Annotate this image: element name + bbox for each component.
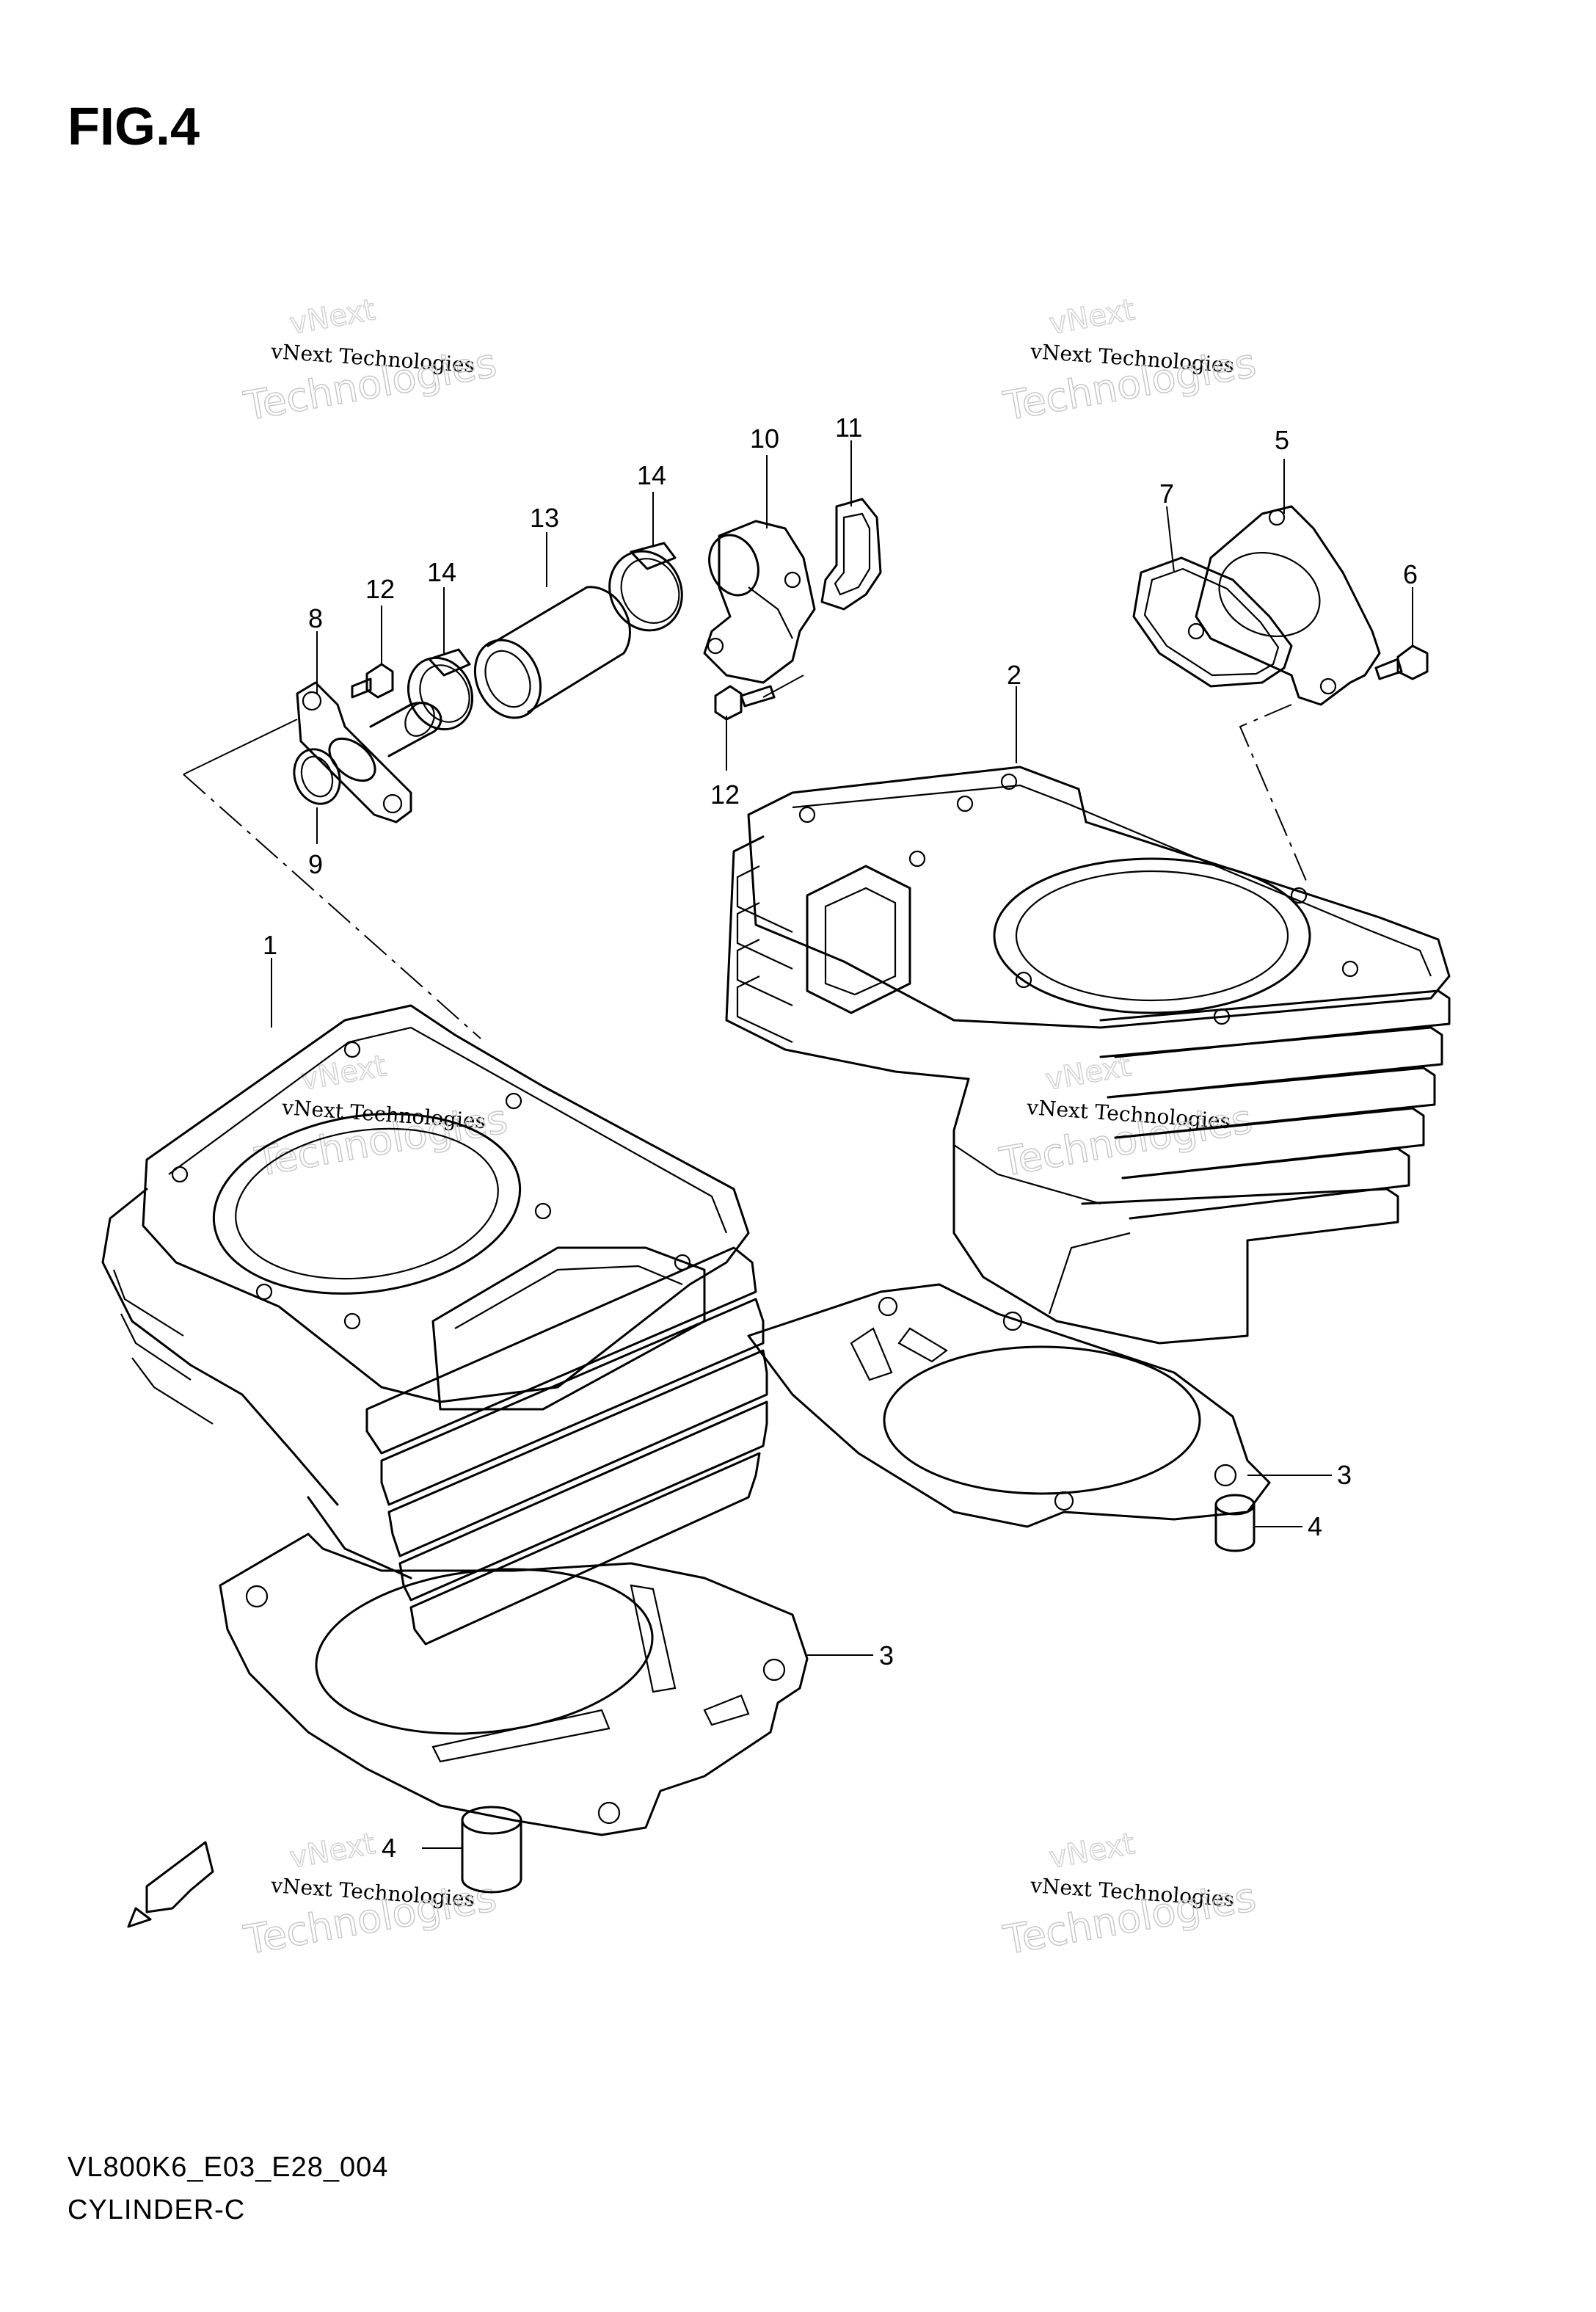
gasket-front-part <box>219 1533 809 1836</box>
callout-1: 1 <box>263 930 277 960</box>
callout-7: 7 <box>1159 479 1174 509</box>
svg-text:vNext: vNext <box>1047 293 1137 341</box>
gasket-rear-part <box>747 1283 1271 1528</box>
callout-4-front: 4 <box>382 1833 396 1863</box>
callout-2: 2 <box>1007 660 1021 690</box>
callout-labels: 1 2 3 3 4 4 5 6 7 8 9 10 11 12 12 13 14 … <box>263 412 1418 1863</box>
bolt-left-part <box>351 663 394 699</box>
thermostat-gasket-part <box>820 498 882 611</box>
callout-12-center: 12 <box>710 779 740 810</box>
cylinder-rear-part <box>725 766 1451 1345</box>
callout-3-front: 3 <box>879 1640 894 1671</box>
callout-3-rear: 3 <box>1337 1460 1352 1490</box>
hose-clamp-right-part <box>608 542 683 632</box>
bolt-center-part <box>714 685 776 721</box>
thermostat-housing-part <box>703 520 816 684</box>
dowel-pin-rear-part <box>1214 1494 1256 1552</box>
svg-text:vNext: vNext <box>299 1049 389 1097</box>
svg-text:vNext: vNext <box>1047 1827 1137 1875</box>
water-hose-part <box>473 586 631 719</box>
fwd-arrow-icon: FWD <box>127 1841 214 1928</box>
callout-14-right: 14 <box>637 460 666 490</box>
figure-title: FIG.4 <box>68 98 200 156</box>
callout-10: 10 <box>750 423 779 454</box>
leader-lines <box>271 440 1413 1849</box>
watermark-4: vNext vNext Technologies Technologies <box>996 1048 1256 1186</box>
callout-14-left: 14 <box>427 557 456 587</box>
watermark-6: vNext vNext Technologies Technologies <box>999 1826 1260 1964</box>
callout-4-rear: 4 <box>1308 1511 1322 1541</box>
o-ring-part <box>293 748 341 805</box>
callout-5: 5 <box>1275 425 1289 455</box>
callout-12-left: 12 <box>365 574 395 604</box>
callout-13: 13 <box>530 503 559 533</box>
callout-9: 9 <box>308 849 323 879</box>
callout-8: 8 <box>308 603 323 633</box>
watermark-1: vNext vNext Technologies Technologies <box>240 292 500 430</box>
watermark-2: vNext vNext Technologies Technologies <box>999 292 1260 430</box>
dowel-pin-front-part <box>461 1806 522 1894</box>
water-outlet-cover-part <box>1187 505 1381 706</box>
assembly-dashed-lines <box>183 675 1307 1039</box>
part-group-label: CYLINDER-C <box>68 2195 246 2225</box>
model-code-label: VL800K6_E03_E28_004 <box>68 2152 389 2183</box>
svg-text:vNext: vNext <box>288 293 378 341</box>
callout-11: 11 <box>835 412 862 443</box>
cylinder-front-part <box>101 1004 768 1646</box>
outlet-cover-gasket-part <box>1132 556 1293 688</box>
svg-text:vNext: vNext <box>288 1827 378 1875</box>
hose-clamp-left-part <box>407 648 474 731</box>
bolt-right-part <box>1374 644 1429 680</box>
watermark-3: vNext vNext Technologies Technologies <box>251 1048 511 1186</box>
water-outlet-fitting-part <box>296 681 442 824</box>
callout-6: 6 <box>1403 559 1418 589</box>
